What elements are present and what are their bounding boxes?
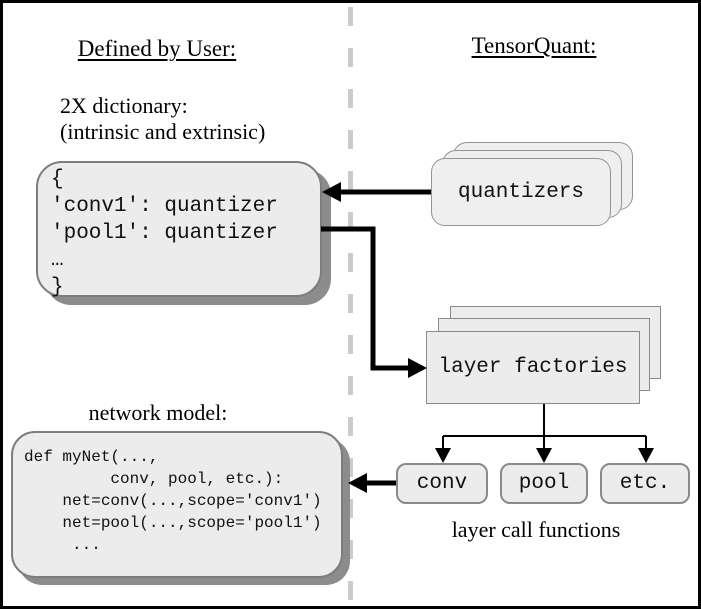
left-panel-header: Defined by User:: [77, 36, 237, 61]
right-panel-header: TensorQuant:: [471, 33, 597, 58]
quantizers-card-label: quantizers: [457, 180, 585, 204]
arrow-dictionary-to-layer-factories: [321, 226, 427, 378]
etc-box-label: etc.: [619, 472, 671, 495]
arrow-conv-to-network-model: [348, 473, 396, 493]
pool-box: pool: [500, 463, 588, 504]
arrows-layer-factories-to-calls: [435, 404, 654, 463]
layer-factories-card-label: layer factories: [438, 356, 628, 379]
pool-box-label: pool: [518, 472, 570, 495]
network-model-label: network model:: [88, 400, 228, 425]
conv-box: conv: [396, 463, 488, 504]
dictionary-label: 2X dictionary: (intrinsic and extrinsic): [60, 93, 266, 144]
dictionary-code-box: { 'conv1': quantizer 'pool1': quantizer …: [36, 161, 322, 299]
dictionary-code: { 'conv1': quantizer 'pool1': quantizer …: [51, 168, 278, 299]
arrow-quantizers-to-dictionary: [322, 182, 431, 202]
quantizers-card: quantizers: [431, 158, 611, 226]
etc-box: etc.: [600, 463, 690, 504]
layer-factories-card: layer factories: [426, 331, 640, 404]
dashed-divider: [348, 7, 353, 603]
network-model-code: def myNet(..., conv, pool, etc.): net=co…: [24, 448, 322, 554]
conv-box-label: conv: [416, 472, 468, 495]
layer-calls-label: layer call functions: [451, 517, 621, 542]
network-model-code-box: def myNet(..., conv, pool, etc.): net=co…: [11, 431, 343, 578]
